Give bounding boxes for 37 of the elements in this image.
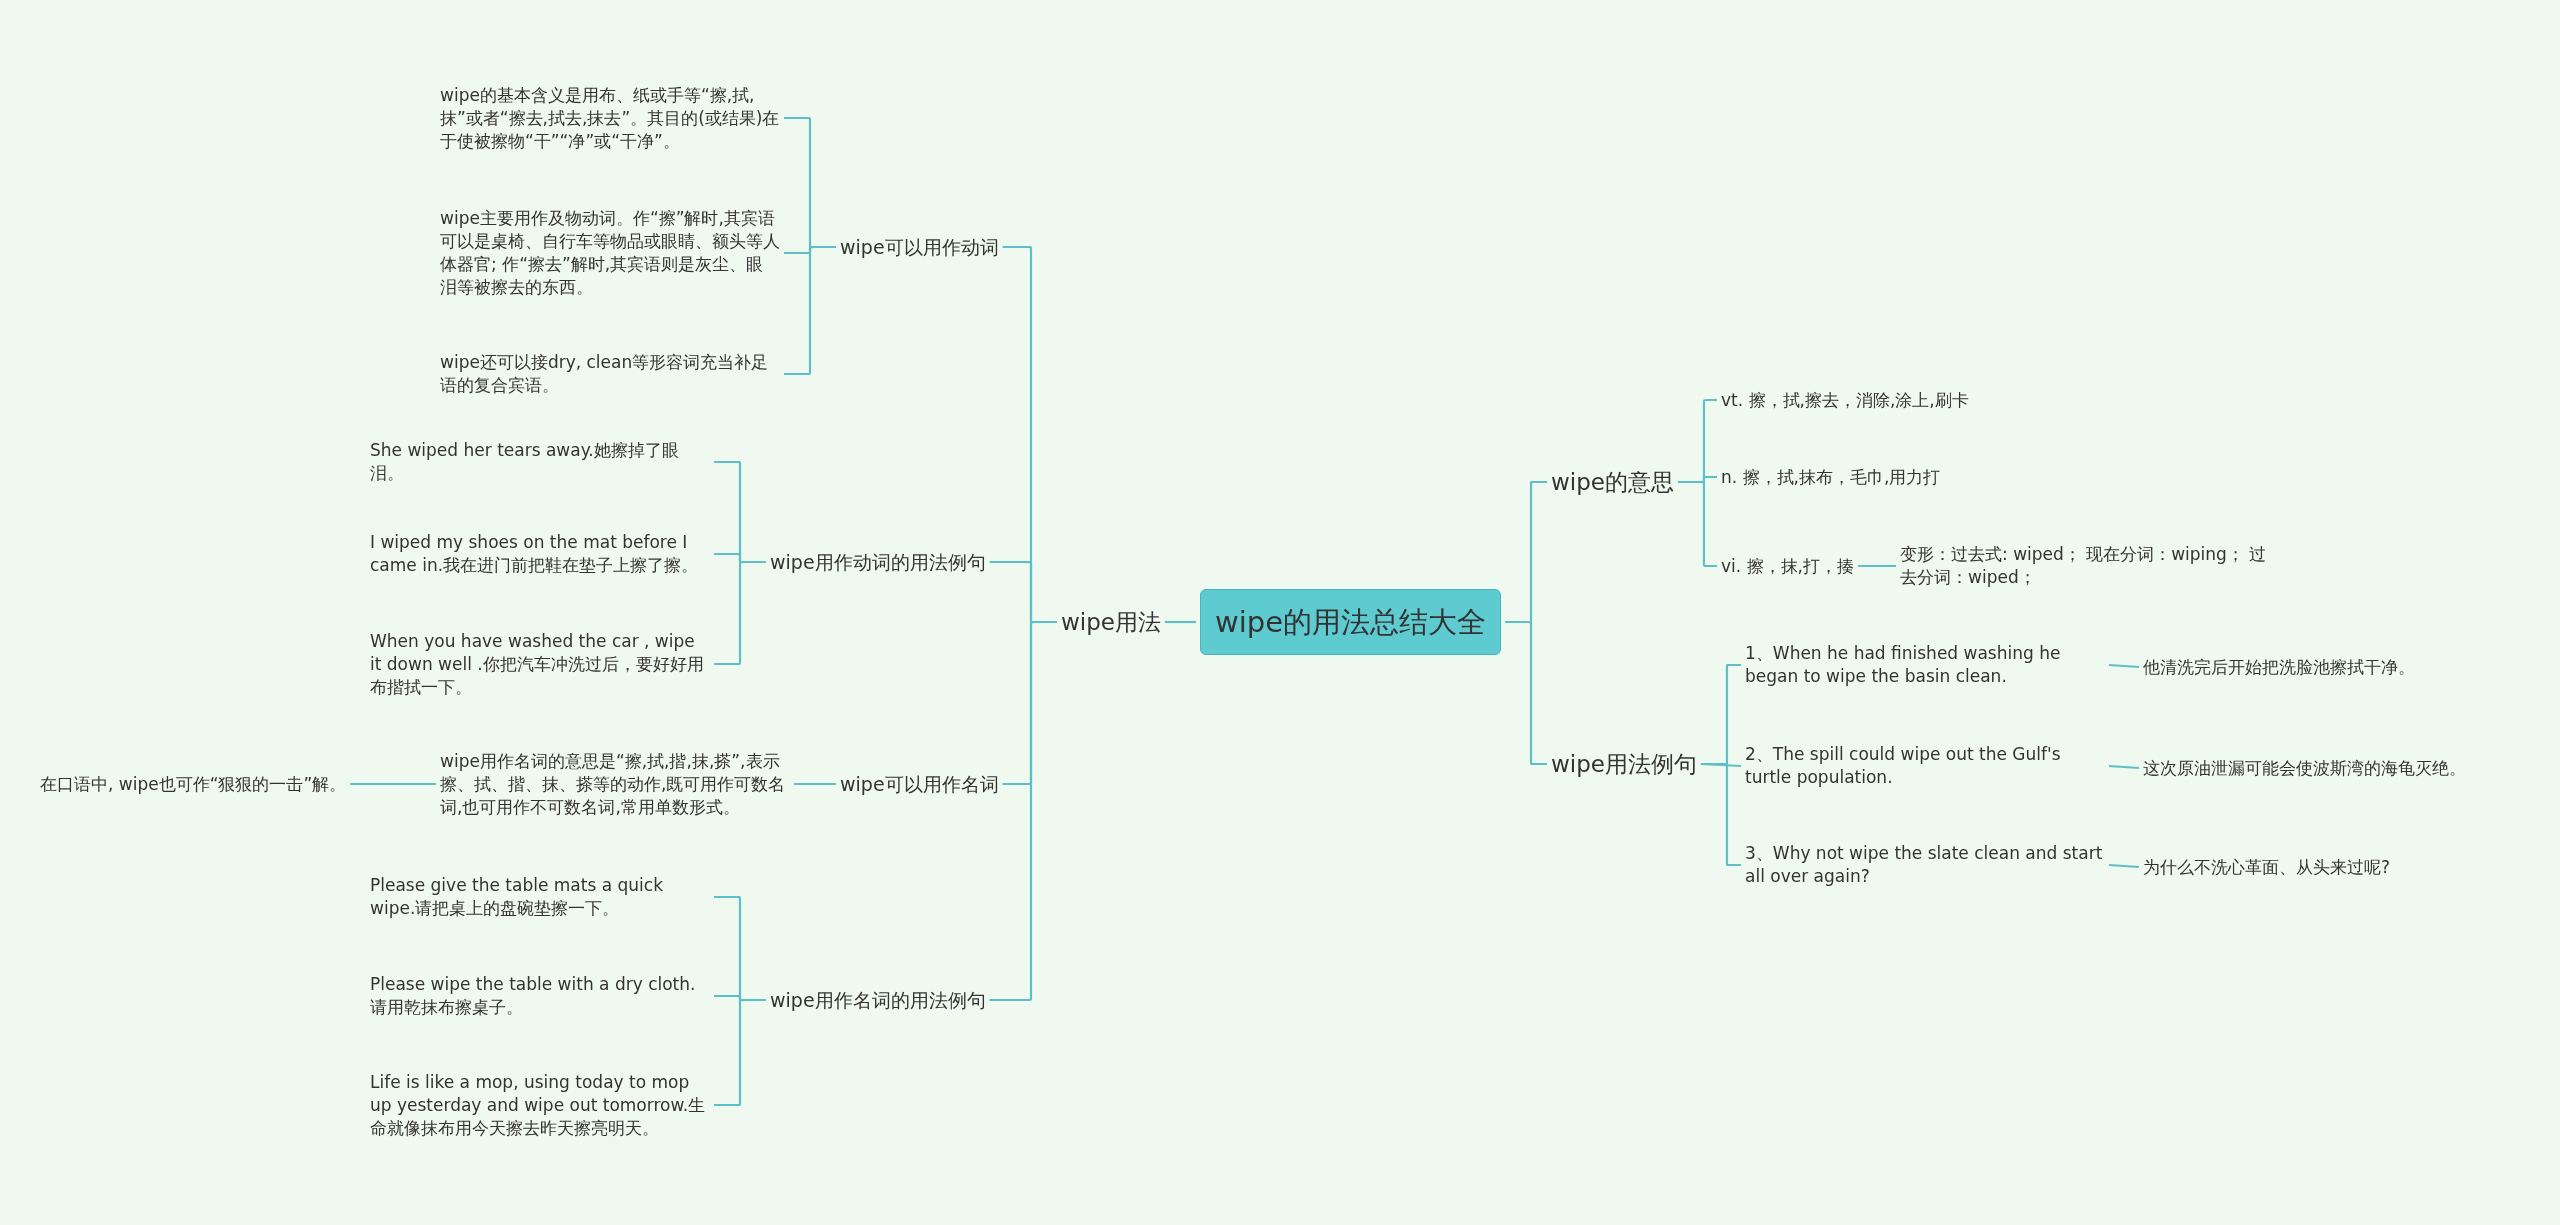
topic-text: I wiped my shoes on the mat before I came in.我在进门前把鞋在垫子上擦了擦。 [370,531,710,577]
topic-text: 为什么不洗心革面、从头来过呢? [2143,855,2391,879]
connector-line [1858,564,1896,568]
topic-text: 3、Why not wipe the slate clean and start all over again? [1745,842,2105,888]
topic-text: 1、When he had finished washing he began to wipe the basin clean. [1745,642,2105,688]
topic-text: wipe用作名词的意思是“擦,拭,揩,抹,搽”,表示擦、拭、揩、抹、搽等的动作,既可用作可数名词,也可用作不可数名词,常用单数形式。 [440,749,790,819]
connector-line [989,620,1057,1002]
topic-text: wipe还可以接dry, clean等形容词充当补足语的复合宾语。 [440,351,780,397]
topic-text: 这次原油泄漏可能会使波斯湾的海龟灭绝。 [2143,756,2466,780]
topic-text: wipe的基本含义是用布、纸或手等“擦,拭,抹”或者“擦去,拭去,抹去”。其目的(或结果)在于使被擦物“干”“净”或“干净”。 [440,83,780,153]
subtopic: wipe可以用作动词 [840,234,999,260]
topic-text: Please give the table mats a quick wipe.请把桌上的盘碗垫擦一下。 [370,874,710,920]
connector-line [794,782,836,786]
connector-line [2108,663,2140,669]
connector-line [1164,620,1196,624]
main-topic: wipe用法例句 [1551,749,1697,779]
connector-line [2108,764,2140,770]
topic-text: 变形：过去式: wiped； 现在分词：wiping； 过去分词：wiped； [1900,543,2280,589]
topic-text: When you have washed the car , wipe it down well .你把汽车冲洗过后，要好好用布揩拭一下。 [370,629,710,699]
topic-text: n. 擦，拭,抹布，毛巾,用力打 [1721,465,1941,489]
topic-text: Please wipe the table with a dry cloth.请用乾抹布擦桌子。 [370,973,710,1019]
topic-text: vt. 擦，拭,擦去，消除,涂上,刷卡 [1721,388,1969,412]
topic-text: Life is like a mop, using today to mop up yesterday and wipe out tomorrow.生命就像抹布用今天擦去昨天擦亮明天。 [370,1070,710,1140]
subtopic: wipe用作动词的用法例句 [770,549,986,575]
topic-text: 他清洗完后开始把洗脸池擦拭干净。 [2143,655,2415,679]
connector-line [350,782,436,786]
subtopic: wipe用作名词的用法例句 [770,987,986,1013]
subtopic: wipe可以用作名词 [840,771,999,797]
central-topic: wipe的用法总结大全 [1200,589,1502,655]
main-topic: wipe的意思 [1551,467,1674,497]
topic-text: 2、The spill could wipe out the Gulf's turtle population. [1745,743,2105,789]
topic-text: vi. 擦，抹,打，揍 [1721,554,1854,578]
topic-text: wipe主要用作及物动词。作“擦”解时,其宾语可以是桌椅、自行车等物品或眼睛、额头等人体器官; 作“擦去”解时,其宾语则是灰尘、眼泪等被擦去的东西。 [440,207,780,299]
topic-text: 在口语中, wipe也可作“狠狠的一击”解。 [40,772,347,796]
main-topic: wipe用法 [1061,607,1161,637]
connector-line [2108,863,2140,869]
topic-text: She wiped her tears away.她擦掉了眼泪。 [370,439,710,485]
